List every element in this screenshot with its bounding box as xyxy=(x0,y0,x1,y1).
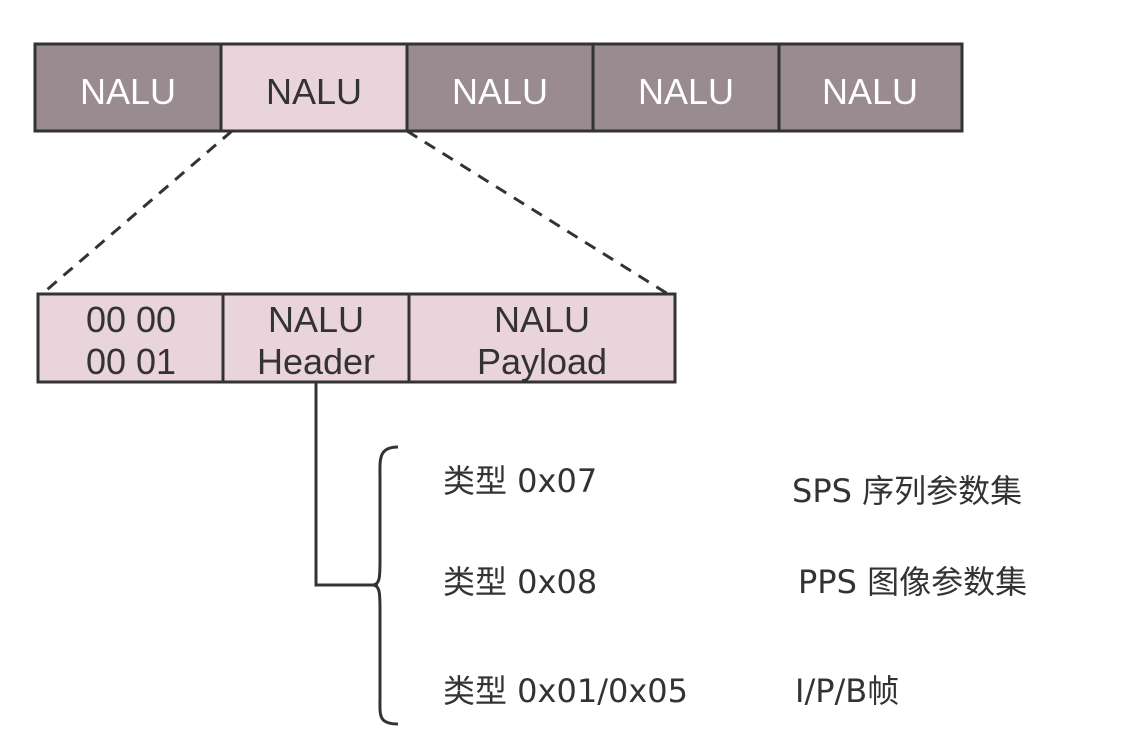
stream-cell-3-label: NALU xyxy=(452,71,548,112)
stream-cell-4-label: NALU xyxy=(638,71,734,112)
stream-cell-3: NALU xyxy=(405,42,595,133)
stream-cell-2-box xyxy=(219,42,409,133)
header-connector-line xyxy=(314,382,378,587)
nalu-payload-line-1: NALU xyxy=(494,299,590,340)
type-code-frame: 类型 0x01/0x05 xyxy=(443,672,688,710)
type-code-pps: 类型 0x08 xyxy=(443,563,597,601)
type-meaning-frame: I/P/B帧 xyxy=(795,672,899,710)
zoom-dashed-line-left xyxy=(41,129,233,296)
stream-cell-1-label: NALU xyxy=(80,71,176,112)
nalu-payload-box xyxy=(407,292,677,384)
stream-cell-5: NALU xyxy=(777,42,964,133)
type-code-sps: 类型 0x07 xyxy=(443,462,597,500)
nalu-detail: 00 00 00 01 NALU Header NALU Payload xyxy=(36,292,677,384)
stream-cell-1-box xyxy=(33,42,223,133)
nalu-payload-line-2: Payload xyxy=(477,341,607,382)
start-code-box xyxy=(36,292,225,384)
nalu-header-cell: NALU Header xyxy=(221,292,411,384)
zoom-dashed-line-right xyxy=(406,129,669,296)
start-code-cell: 00 00 00 01 xyxy=(36,292,225,384)
nalu-header-line-2: Header xyxy=(257,341,375,382)
stream-cell-4: NALU xyxy=(591,42,781,133)
stream-cell-2-label: NALU xyxy=(266,71,362,112)
stream-cell-5-label: NALU xyxy=(822,71,918,112)
curly-brace xyxy=(371,445,399,726)
stream-cell-1: NALU xyxy=(33,42,223,133)
nalu-stream: NALU NALU NALU NALU NALU xyxy=(33,42,964,133)
type-list: 类型 0x07 SPS 序列参数集 类型 0x08 PPS 图像参数集 类型 0… xyxy=(443,462,1027,710)
nalu-header-line-1: NALU xyxy=(268,299,364,340)
nalu-payload-cell: NALU Payload xyxy=(407,292,677,384)
stream-cell-3-box xyxy=(405,42,595,133)
stream-cell-5-box xyxy=(777,42,964,133)
type-meaning-pps: PPS 图像参数集 xyxy=(798,563,1027,601)
type-meaning-sps: SPS 序列参数集 xyxy=(792,472,1022,510)
stream-cell-2-highlighted: NALU xyxy=(219,42,409,133)
start-code-line-1: 00 00 xyxy=(86,299,176,340)
start-code-line-2: 00 01 xyxy=(86,341,176,382)
